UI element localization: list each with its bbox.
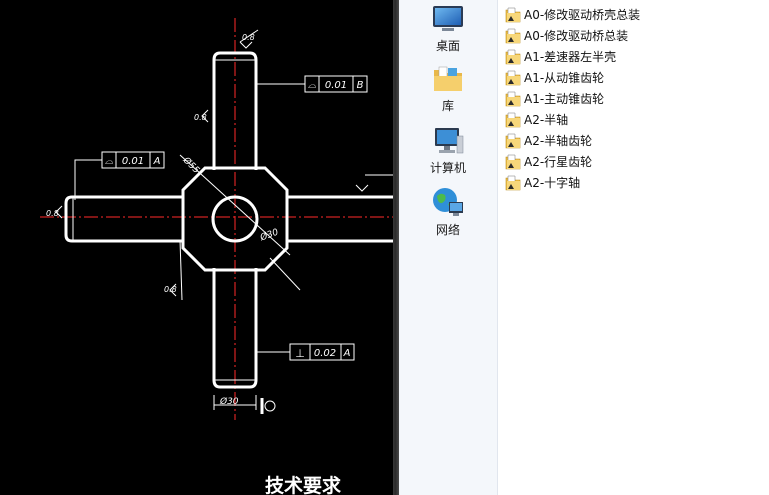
list-item[interactable]: A2-半轴齿轮: [505, 130, 767, 151]
leader-lines: [74, 29, 393, 410]
tol-bottom-datum: A: [343, 348, 351, 359]
nav-item-computer[interactable]: 计算机: [399, 126, 497, 176]
tol-bottom-symbol: ⊥: [295, 347, 305, 360]
tolerance-frame-left: ⌓ 0.01 A: [101, 151, 165, 169]
left-arm: [64, 195, 183, 243]
navigation-pane: 桌面 库 计算机: [399, 0, 498, 495]
nav-item-library[interactable]: 库: [399, 64, 497, 114]
cad-file-icon: [505, 154, 521, 169]
tol-left-datum: A: [153, 156, 161, 167]
center-body: [181, 166, 289, 272]
roughness-symbol-right: [355, 184, 369, 192]
desktop-icon: [433, 6, 463, 31]
tolerance-frame-bottom: ⊥ 0.02 A: [289, 343, 355, 361]
tol-bottom-value: 0.02: [314, 348, 336, 359]
computer-icon: [435, 128, 464, 154]
nav-item-label: 桌面: [435, 39, 460, 53]
file-list: A0-修改驱动桥壳总装 A0-修改驱动桥总装 A1-差速器左半壳 A1-从动锥齿轮 A1…: [505, 4, 767, 193]
file-name: A1-主动锥齿轮: [524, 92, 605, 106]
file-name: A1-从动锥齿轮: [524, 71, 605, 85]
shaft-outline: [64, 51, 393, 389]
tol-top-datum: B: [357, 80, 364, 91]
list-item[interactable]: A1-主动锥齿轮: [505, 88, 767, 109]
list-item[interactable]: A2-十字轴: [505, 172, 767, 193]
datum-marker: [260, 398, 276, 414]
cad-file-icon: [505, 175, 521, 190]
list-item[interactable]: A1-从动锥齿轮: [505, 67, 767, 88]
cad-file-icon: [505, 112, 521, 127]
roughness-symbol-upper-left: [201, 109, 209, 123]
cross-shaft-drawing: ⌓ 0.01 B ⌓ 0.01 A ⊥ 0.02 A 0.8: [40, 18, 393, 495]
pane-splitter[interactable]: [393, 0, 399, 495]
file-name: A0-修改驱动桥壳总装: [524, 8, 641, 22]
roughness-label-4: 0.8: [164, 285, 177, 294]
technical-requirements-heading: 技术要求: [265, 474, 342, 495]
roughness-symbol-lower-left: [169, 283, 177, 297]
file-explorer-window: 桌面 库 计算机: [399, 0, 769, 495]
roughness-label-1: 0.8: [242, 33, 255, 42]
cad-file-icon: [505, 7, 521, 22]
arm-end-details: [72, 59, 256, 381]
list-item[interactable]: A2-半轴: [505, 109, 767, 130]
centerlines: [40, 18, 393, 420]
file-name: A2-行星齿轮: [524, 155, 593, 169]
nav-item-label: 网络: [435, 223, 460, 237]
cad-drawing-canvas[interactable]: ⌓ 0.01 B ⌓ 0.01 A ⊥ 0.02 A 0.8: [0, 0, 393, 495]
file-name: A0-修改驱动桥总装: [524, 29, 629, 43]
cad-file-icon: [505, 70, 521, 85]
right-arm: [287, 195, 393, 243]
nav-item-network[interactable]: 网络: [399, 186, 497, 238]
roughness-label-2: 0.8: [194, 113, 207, 122]
roughness-symbol-left: [55, 205, 63, 219]
tol-top-symbol: ⌓: [308, 80, 316, 91]
file-name: A2-半轴齿轮: [524, 134, 593, 148]
roughness-label-3: 0.8: [46, 209, 59, 218]
list-item[interactable]: A1-差速器左半壳: [505, 46, 767, 67]
top-arm: [212, 51, 258, 170]
list-item[interactable]: A0-修改驱动桥壳总装: [505, 4, 767, 25]
list-item[interactable]: A2-行星齿轮: [505, 151, 767, 172]
cad-file-icon: [505, 133, 521, 148]
file-name: A2-半轴: [524, 113, 569, 127]
file-name: A1-差速器左半壳: [524, 50, 617, 64]
roughness-symbol-top: [239, 41, 253, 49]
library-icon: [434, 66, 462, 91]
cad-file-icon: [505, 91, 521, 106]
tol-top-value: 0.01: [325, 80, 347, 91]
dimension-shaft: Ø30: [219, 396, 239, 407]
file-name: A2-十字轴: [524, 176, 581, 190]
center-hole: [211, 195, 259, 243]
list-item[interactable]: A0-修改驱动桥总装: [505, 25, 767, 46]
nav-item-label: 库: [441, 99, 454, 113]
bottom-arm: [212, 268, 258, 389]
cad-file-icon: [505, 28, 521, 43]
network-icon: [433, 188, 463, 216]
roughness-symbols: [55, 41, 369, 297]
nav-item-desktop[interactable]: 桌面: [399, 4, 497, 54]
nav-item-label: 计算机: [429, 161, 466, 175]
cad-file-icon: [505, 49, 521, 64]
tol-left-value: 0.01: [122, 156, 144, 167]
tolerance-frame-top: ⌓ 0.01 B: [304, 75, 368, 93]
tol-left-symbol: ⌓: [105, 156, 113, 167]
